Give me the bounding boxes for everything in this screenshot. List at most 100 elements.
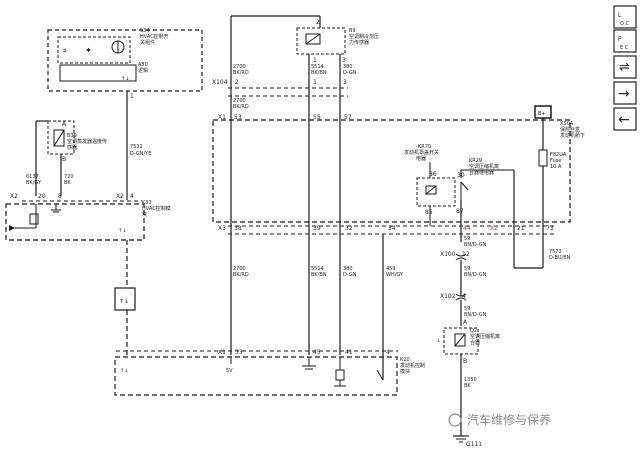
k20-data-arrows: ↑↓ [120, 368, 128, 374]
wire-459-circuit: 459 [386, 266, 396, 272]
wire-5514-bot-circuit: 5514 [311, 266, 324, 272]
fuse-id: F82UA [550, 152, 567, 158]
kr29-id: KR29 [469, 158, 482, 164]
arrow-left-icon: ← [618, 112, 630, 128]
fuse-rating: 10 A [550, 164, 562, 170]
x3-label: X3 [218, 225, 226, 232]
k20-engine-module: X1 33 45 41 4 K20 发动机控制 模块 ↑↓ 5V [114, 349, 425, 396]
wire-59b-color: BN/D-GN [464, 272, 487, 278]
kr70-name-2: 电器 [416, 155, 426, 162]
x2-pin-8: 8 [58, 193, 62, 200]
b9-pin-3: 3 [342, 57, 346, 64]
x102-connector: X102 4 [440, 293, 467, 301]
kr29-name-2: 合器继电器 [469, 169, 494, 176]
next-button[interactable]: → [613, 81, 637, 105]
x1-pin-45: 45 [313, 349, 321, 356]
wire-2700-mid-circuit: 2700 [233, 98, 246, 104]
x3-pin-44: 44 [463, 225, 471, 232]
wire-380-bot-color: D-GN [343, 272, 357, 278]
wire-7573-color: D-BU/BN [549, 255, 571, 261]
s34-name-2: 关组件 [140, 39, 155, 46]
b39-name-1: 空调蒸发器温度传 [67, 138, 107, 145]
x1-pin-4: 4 [386, 349, 390, 356]
s34-data-arrows: ↑↓ [121, 76, 129, 82]
x1-top-label: X1 [218, 114, 226, 121]
legend-pec-letter: P [618, 36, 622, 43]
q2-pin-b: B [463, 358, 467, 365]
g111-ground: G111 [453, 435, 482, 448]
x3-pin-x2: X2 [490, 225, 498, 232]
x3-pin-73: 73 [546, 225, 554, 232]
s34-switch-assembly: ⊐· ✱ S34 HVAC控制开 关组件 A80 逻辑 ↑↓ 1 [47, 28, 203, 100]
x104-pin-3: 3 [343, 79, 347, 86]
b9-id: B9 [349, 28, 356, 34]
wire-59c-circuit: 59 [464, 306, 470, 312]
b39-name-2: 感器 [67, 144, 77, 151]
swap-button[interactable]: ⇌ [613, 55, 637, 79]
x104-connector: X104 2 1 3 [212, 79, 348, 97]
watermark-text: 汽车维修与保养 [467, 412, 551, 427]
wire-5514-top-color: BK/BN [311, 70, 327, 76]
x50-pin-55: 55 [313, 114, 321, 121]
a80-name: 逻辑 [138, 67, 148, 74]
kr29-name-1: 空调压缩机离 [469, 163, 499, 170]
wire-380-top-circuit: 380 [343, 64, 353, 70]
a80-id: A80 [138, 62, 148, 68]
x104-pin-1: 1 [313, 79, 317, 86]
kr70-id: KR70 [418, 144, 431, 150]
wire-380-bot-circuit: 380 [343, 266, 353, 272]
wire-59b-circuit: 59 [464, 266, 470, 272]
wire-7531-color: D-GN/YE [130, 151, 151, 157]
legend-loc-letter: L [618, 12, 622, 19]
kr70-pin-86: 86 [429, 171, 437, 178]
wire-2700-bot-color: BK/RD [233, 272, 249, 278]
k33-data-arrows: ↑↓ [118, 228, 126, 234]
x50-pin-53: 53 [234, 114, 242, 121]
x3-pin-34: 34 [388, 225, 396, 232]
k33-name-1: HVAC控制模 [142, 205, 171, 212]
x2-pin-4: 4 [130, 193, 134, 200]
x1-pin-41: 41 [345, 349, 353, 356]
x1-pin-33: 33 [235, 349, 243, 356]
x100-label: X100 [440, 251, 456, 258]
legend-pec-sub: E C [620, 45, 629, 51]
kr70-pin-85: 85 [425, 209, 433, 216]
b39-pin-b: B [62, 156, 66, 163]
q2-diode-icon: ⊥ [436, 338, 440, 344]
b9-name-2: 力传感器 [349, 39, 369, 46]
x2-label-right: X2 [116, 193, 124, 200]
prev-button[interactable]: ← [613, 107, 637, 131]
watermark: 汽车维修与保养 [448, 412, 551, 427]
battery-feed: B+ F82UA Fuse 10 A [534, 105, 567, 236]
wire-720-circuit: 720 [64, 174, 74, 180]
wire-5514-bot-color: BK/BN [311, 272, 327, 278]
legend-loc-button[interactable]: L O C [613, 5, 637, 29]
x50a-name-2: 发动机舱下 [560, 132, 585, 139]
wire-2700-top-color: BK/RD [233, 70, 249, 76]
wire-1350-color: BK [464, 383, 471, 389]
b39-pin-a: A [62, 121, 67, 128]
x104-pin-2: 2 [235, 79, 239, 86]
x100-connector: X100 12 [440, 251, 470, 261]
wire-59a-circuit: 59 [464, 236, 470, 242]
k33-id: K33 [142, 200, 152, 206]
q2-name-2: 合器 [470, 339, 480, 346]
swap-icon: ⇌ [619, 60, 630, 75]
wire-6137-circuit: 6137 [26, 174, 39, 180]
k33-hvac-module: X2 20 8 X2 4 K33 HVAC控制模 块 ↑↓ [5, 193, 171, 241]
x3-pin-21: 21 [517, 225, 525, 232]
legend-pec-button[interactable]: P E C [613, 29, 637, 53]
s34-name-1: HVAC控制开 [140, 33, 169, 40]
x3-pin-32: 32 [345, 225, 353, 232]
wire-2700-top-circuit: 2700 [233, 64, 246, 70]
wire-6137-color: BK/GY [26, 180, 42, 186]
wire-59c-color: BN/D-GN [464, 312, 487, 318]
wire-1350-circuit: 1350 [464, 377, 477, 383]
q2-compressor-clutch: A ⊥ Q2 空调压缩机离 合器 B [436, 319, 500, 365]
x50a-fuse-block: X1 53 55 57 X50A 保险丝盒 发动机舱下 [212, 114, 585, 223]
s34-pin-1: 1 [130, 93, 134, 100]
q2-id: Q2 [470, 328, 477, 334]
serial-data-arrows: ↑↓ [119, 298, 129, 305]
wire-2700-mid-color: BK/RD [233, 104, 249, 110]
kr29-pin-87: 87 [456, 208, 464, 215]
